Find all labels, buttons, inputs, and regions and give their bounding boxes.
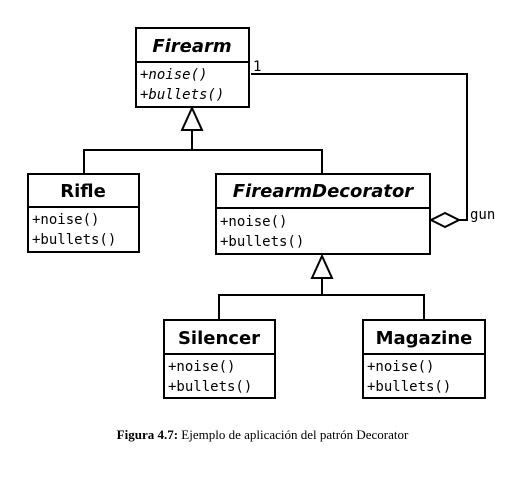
figure-caption-label: Figura 4.7: <box>116 427 179 442</box>
generalization-firearm <box>83 105 323 174</box>
operation-bullets: +bullets() <box>168 379 252 395</box>
aggregation-line <box>251 73 468 221</box>
class-name: Firearm <box>152 36 231 57</box>
operation-bullets: +bullets() <box>367 379 451 395</box>
class-box <box>362 319 486 399</box>
class-name: Silencer <box>178 328 260 349</box>
operation-bullets: +bullets() <box>140 87 224 103</box>
class-name: Magazine <box>376 328 473 349</box>
generalization-line-rifle <box>83 149 323 174</box>
operation-noise: +noise() <box>168 359 235 375</box>
class-firearm: Firearm +noise() +bullets() <box>135 27 250 108</box>
class-box <box>27 173 140 253</box>
generalization-decorator <box>218 253 425 320</box>
operation-noise: +noise() <box>32 212 99 228</box>
class-silencer: Silencer +noise() +bullets() <box>163 319 276 399</box>
aggregation-gun: 1 gun <box>251 59 495 229</box>
class-name: FirearmDecorator <box>233 181 415 202</box>
generalization-arrow-decorator <box>310 253 334 279</box>
figure-caption: Figura 4.7: Ejemplo de aplicación del pa… <box>0 427 525 443</box>
operation-bullets: +bullets() <box>220 234 304 250</box>
operation-noise: +noise() <box>367 359 434 375</box>
operation-noise: +noise() <box>220 214 287 230</box>
class-magazine: Magazine +noise() +bullets() <box>362 319 486 399</box>
operation-bullets: +bullets() <box>32 232 116 248</box>
role-label: gun <box>470 207 495 223</box>
generalization-arrow-firearm <box>180 105 204 131</box>
operation-noise: +noise() <box>140 67 207 83</box>
class-box <box>135 27 250 108</box>
figure-caption-text: Ejemplo de aplicación del patrón Decorat… <box>178 427 409 442</box>
uml-class-diagram: 1 gun Firearm +noise() +bullets() Rifle … <box>27 27 495 399</box>
class-name: Rifle <box>60 181 106 202</box>
class-box <box>215 173 431 255</box>
class-box <box>163 319 276 399</box>
class-rifle: Rifle +noise() +bullets() <box>27 173 140 253</box>
class-firearm-decorator: FirearmDecorator +noise() +bullets() <box>215 173 431 255</box>
generalization-line-concrete <box>218 294 425 320</box>
multiplicity-label: 1 <box>253 59 261 75</box>
aggregation-diamond <box>428 211 462 229</box>
